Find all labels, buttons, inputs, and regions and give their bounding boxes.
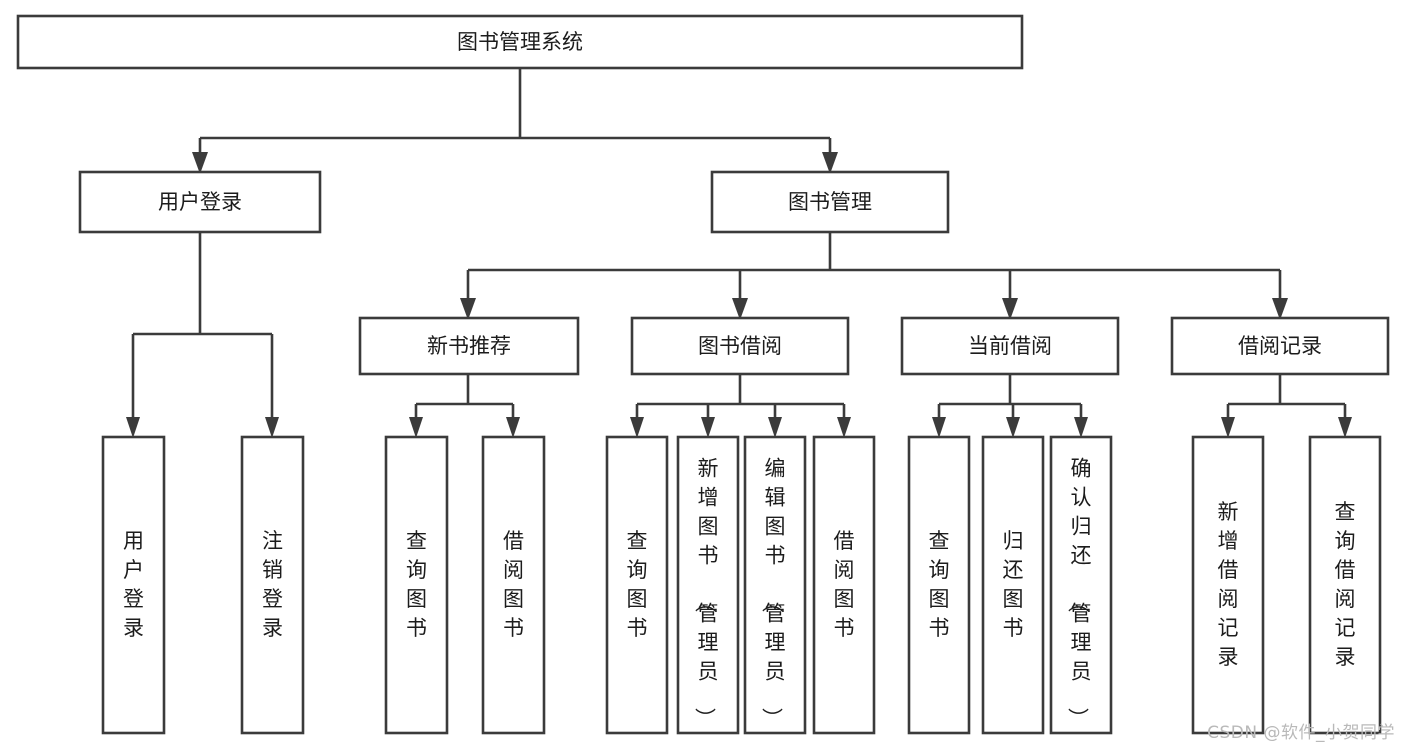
node-label-leaf-5: 新增图书（管理员） [693,457,719,729]
edges-layer [126,68,1352,438]
node-label-leaf-7: 借阅图书 [834,529,855,640]
node-label-leaf-11: 新增借阅记录 [1218,500,1239,669]
node-box-leaf-7[interactable] [812,435,876,735]
node-label-new-book-recommend: 新书推荐 [427,334,511,358]
edge-user-login-bus [131,232,274,424]
arrow-to-leaf-query-record [1338,417,1352,438]
node-label-leaf-12: 查询借阅记录 [1335,500,1356,669]
node-borrow-record[interactable]: 借阅记录 [1170,316,1390,376]
arrow-to-leaf-query-book-borrow [630,417,644,438]
node-box-root[interactable] [16,14,1024,70]
node-leaf-3[interactable]: 借阅图书 [481,435,546,735]
node-box-leaf-10[interactable] [1049,435,1113,735]
node-box-book-borrow[interactable] [630,316,850,376]
arrow-to-current-borrow [1002,298,1018,320]
node-box-leaf-9[interactable] [981,435,1045,735]
arrow-to-book-borrow [732,298,748,320]
node-box-new-book-recommend[interactable] [358,316,580,376]
node-box-leaf-6[interactable] [743,435,807,735]
arrow-to-user-login [192,152,208,174]
node-user-login[interactable]: 用户登录 [78,170,322,234]
node-leaf-8[interactable]: 查询图书 [907,435,971,735]
node-label-borrow-record: 借阅记录 [1238,334,1322,358]
edge-root-bus [198,68,832,160]
node-leaf-4[interactable]: 查询图书 [605,435,669,735]
edge-book-manage-bus [466,232,1282,306]
node-label-book-management: 图书管理 [788,190,872,214]
node-box-user-login[interactable] [78,170,322,234]
arrow-to-leaf-edit-book [768,417,782,438]
node-box-leaf-5[interactable] [676,435,740,735]
node-box-leaf-12[interactable] [1308,435,1382,735]
node-box-borrow-record[interactable] [1170,316,1390,376]
arrow-to-book-manage [822,152,838,174]
node-label-current-borrow: 当前借阅 [968,334,1052,358]
node-label-leaf-10: 确认归还（管理员） [1066,457,1092,729]
node-label-leaf-6: 编辑图书（管理员） [760,457,786,729]
node-box-leaf-11[interactable] [1191,435,1265,735]
node-label-leaf-2: 查询图书 [406,529,427,640]
node-leaf-5[interactable]: 新增图书（管理员） [676,435,740,735]
arrow-to-leaf-logout [265,417,279,438]
node-label-leaf-3: 借阅图书 [503,529,524,640]
node-box-leaf-0[interactable] [101,435,166,735]
node-leaf-1[interactable]: 注销登录 [240,435,305,735]
node-new-book-recommend[interactable]: 新书推荐 [358,316,580,376]
node-leaf-0[interactable]: 用户登录 [101,435,166,735]
node-box-current-borrow[interactable] [900,316,1120,376]
node-box-leaf-3[interactable] [481,435,546,735]
node-leaf-11[interactable]: 新增借阅记录 [1191,435,1265,735]
node-leaf-7[interactable]: 借阅图书 [812,435,876,735]
leaf-nodes-layer: 用户登录 注销登录 查询图书 借阅图书 查询图书 新增图书（管理员） 编辑图书（管理员） 借阅… [101,435,1382,735]
edge-book-borrow-bus [635,374,846,424]
arrow-to-leaf-query-book-rec [409,417,423,438]
arrow-to-new-book-recommend [460,298,476,320]
edge-current-borrow-bus [937,374,1083,424]
node-box-leaf-2[interactable] [384,435,449,735]
node-label-leaf-1: 注销登录 [262,529,283,640]
arrow-to-leaf-borrow-book [837,417,851,438]
node-box-book-management[interactable] [710,170,950,234]
arrow-to-leaf-confirm-return [1074,417,1088,438]
arrow-to-borrow-record [1272,298,1288,320]
node-leaf-9[interactable]: 归还图书 [981,435,1045,735]
node-label-book-borrow: 图书借阅 [698,334,782,358]
node-label-leaf-4: 查询图书 [627,529,648,640]
node-leaf-12[interactable]: 查询借阅记录 [1308,435,1382,735]
node-current-borrow[interactable]: 当前借阅 [900,316,1120,376]
node-label-leaf-9: 归还图书 [1003,529,1024,640]
arrow-to-leaf-add-record [1221,417,1235,438]
edge-borrow-record-bus [1226,374,1347,424]
node-label-root: 图书管理系统 [457,30,583,54]
arrow-to-leaf-borrow-book-rec [506,417,520,438]
node-book-borrow[interactable]: 图书借阅 [630,316,850,376]
arrow-to-leaf-user-login [126,417,140,438]
node-leaf-2[interactable]: 查询图书 [384,435,449,735]
watermark-label: CSDN @软件_小贺同学 [1207,723,1395,743]
edge-new-book-recommend-bus [414,374,515,424]
node-box-leaf-4[interactable] [605,435,669,735]
arrow-to-leaf-return-book [1006,417,1020,438]
node-box-leaf-8[interactable] [907,435,971,735]
node-label-leaf-0: 用户登录 [123,529,144,640]
node-book-management[interactable]: 图书管理 [710,170,950,234]
node-leaf-6[interactable]: 编辑图书（管理员） [743,435,807,735]
node-root-book-management-system[interactable]: 图书管理系统 [16,14,1024,70]
arrow-to-leaf-query-book-current [932,417,946,438]
node-label-user-login: 用户登录 [158,190,242,214]
node-label-leaf-8: 查询图书 [929,529,950,640]
node-leaf-10[interactable]: 确认归还（管理员） [1049,435,1113,735]
arrow-to-leaf-add-book [701,417,715,438]
node-box-leaf-1[interactable] [240,435,305,735]
